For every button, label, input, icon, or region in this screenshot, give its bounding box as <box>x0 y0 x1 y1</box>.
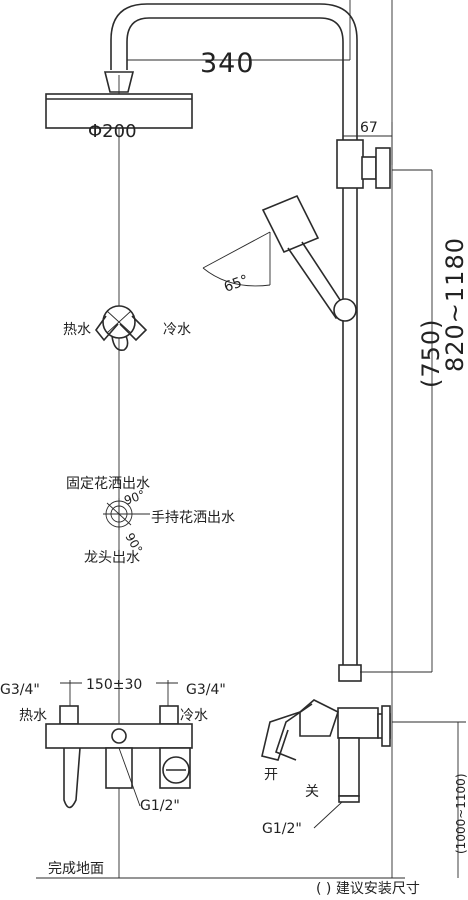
g12-side-leader <box>313 801 343 829</box>
g34-right-label: G3/4" <box>186 682 226 698</box>
hand-shower-out-label: 手持花洒出水 <box>151 510 235 526</box>
mixer-body-side <box>261 699 391 803</box>
deg-90-a-label: 90° <box>122 487 147 507</box>
arm-offset-label: 67 <box>360 120 378 136</box>
install-note: ( ) 建议安装尺寸 <box>316 881 420 897</box>
head-diameter-label: Φ200 <box>88 121 137 142</box>
inlet-spacing-dimension <box>60 680 178 708</box>
cold-water-bottom-label: 冷水 <box>180 708 208 724</box>
bar-height-label: 820~1180 <box>441 237 468 372</box>
g34-left-label: G3/4" <box>0 682 40 698</box>
open-label: 开 <box>264 767 278 783</box>
close-label: 关 <box>305 784 319 800</box>
install-height-label: (750) <box>417 318 445 388</box>
cold-water-top-label: 冷水 <box>163 322 191 338</box>
fixed-shower-head <box>45 71 193 129</box>
angle-label: 65° <box>222 272 251 296</box>
mount-height-dimension <box>392 721 466 878</box>
hot-water-bottom-label: 热水 <box>19 708 47 724</box>
riser-pipe <box>110 3 364 682</box>
fixed-shower-out-label: 固定花洒出水 <box>66 476 150 492</box>
inlet-spacing-label: 150±30 <box>86 677 142 693</box>
front-mixer-handle <box>94 305 148 352</box>
mount-height-label: (1000~1100) <box>454 774 468 855</box>
span-label: 340 <box>200 48 255 79</box>
wall-bracket-top <box>361 147 391 189</box>
floor-label: 完成地面 <box>48 861 104 877</box>
angle-indicator <box>202 231 271 287</box>
g12-front-label: G1/2" <box>140 798 180 814</box>
g12-front-leader <box>118 747 141 807</box>
g12-side-label: G1/2" <box>262 821 302 837</box>
diverter-symbol <box>103 498 150 530</box>
hot-water-top-label: 热水 <box>63 322 91 338</box>
faucet-out-label: 龙头出水 <box>84 550 140 566</box>
hand-shower <box>261 194 357 322</box>
install-height-dimension <box>360 169 433 673</box>
